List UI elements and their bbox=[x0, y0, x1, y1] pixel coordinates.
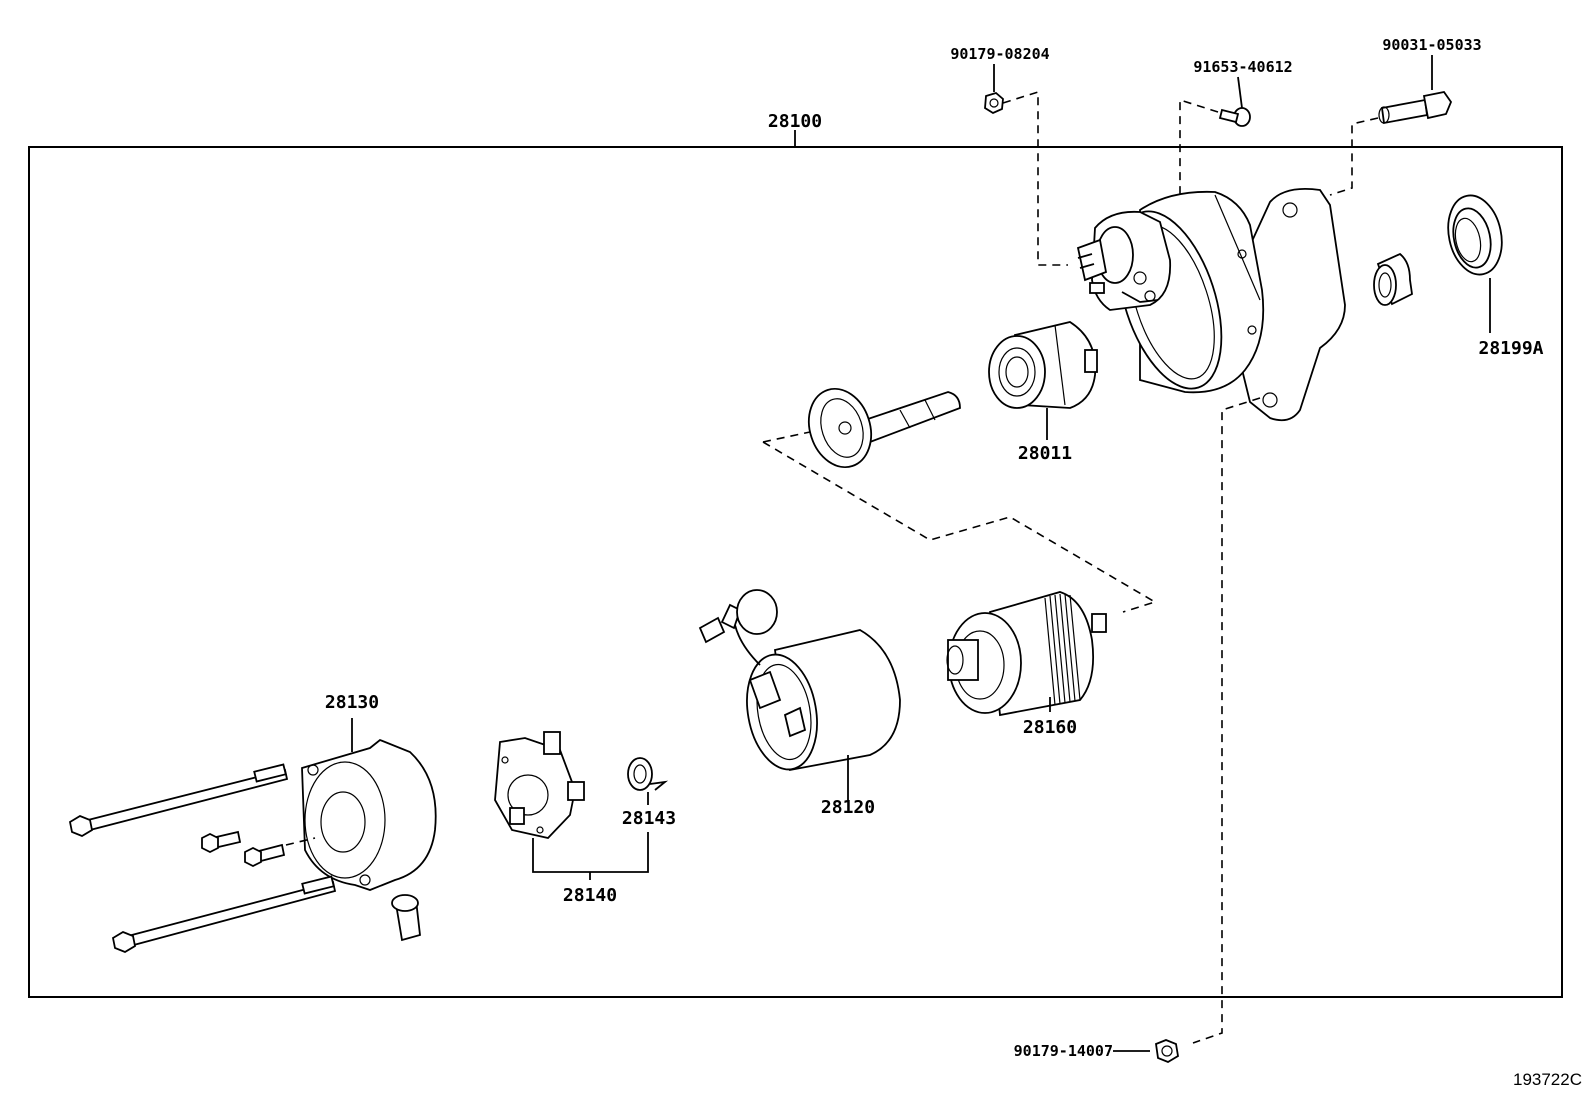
label-28140: 28140 bbox=[563, 885, 617, 906]
reference-code: 193722C bbox=[1513, 1070, 1582, 1089]
label-28160: 28160 bbox=[1023, 717, 1077, 738]
clutch-28011 bbox=[988, 321, 1098, 440]
nut-90179-14007 bbox=[1113, 1039, 1179, 1064]
bolt-90031-05033 bbox=[1329, 55, 1453, 196]
armature-28160 bbox=[946, 591, 1107, 717]
brush-spring-28143 bbox=[627, 757, 669, 805]
label-28011: 28011 bbox=[1018, 443, 1072, 464]
label-28130: 28130 bbox=[325, 692, 379, 713]
oil-seal-28199A bbox=[1447, 194, 1503, 333]
label-28143: 28143 bbox=[622, 808, 676, 829]
yoke-28120 bbox=[698, 589, 901, 800]
through-bolts bbox=[68, 763, 337, 954]
pinion-shaft bbox=[808, 387, 961, 469]
label-90179-14007: 90179-14007 bbox=[1014, 1042, 1113, 1060]
brush-holder bbox=[494, 731, 585, 839]
label-28199A: 28199A bbox=[1478, 338, 1543, 359]
label-91653-40612: 91653-40612 bbox=[1193, 58, 1292, 76]
starter-housing bbox=[1076, 187, 1346, 422]
nut-90179-08204 bbox=[984, 64, 1068, 266]
dashed-link-shaft-armature bbox=[762, 441, 1157, 613]
label-90179-08204: 90179-08204 bbox=[950, 45, 1049, 63]
dashed-link-shaft bbox=[762, 431, 811, 443]
end-frame-28130 bbox=[301, 718, 437, 942]
label-90031-05033: 90031-05033 bbox=[1382, 36, 1481, 54]
bushing bbox=[1373, 252, 1413, 306]
assembly-label: 28100 bbox=[768, 111, 822, 132]
frame-screws bbox=[201, 830, 316, 868]
dashed-link-nut bbox=[1192, 397, 1261, 1044]
bracket-28140 bbox=[532, 832, 649, 873]
label-28120: 28120 bbox=[821, 797, 875, 818]
screw-91653-40612 bbox=[1174, 76, 1251, 283]
